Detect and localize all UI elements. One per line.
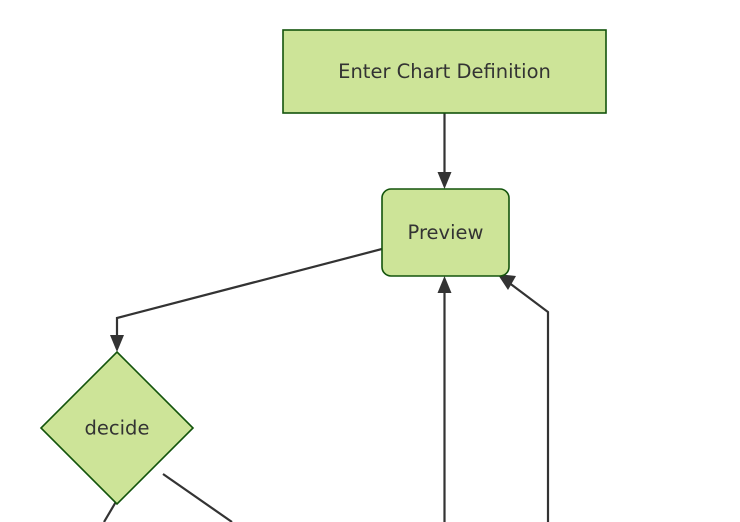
edge-lower-right-to-preview	[497, 274, 550, 522]
node-rect[interactable]	[282, 29, 607, 114]
arrowhead-icon	[437, 172, 452, 189]
node-diamond[interactable]	[39, 350, 195, 506]
node-label-enter: Enter Chart Definition	[338, 60, 551, 83]
edge-lower-center-to-preview	[437, 276, 452, 522]
node-enter-chart-definition[interactable]: Enter Chart Definition	[282, 29, 607, 114]
arrowhead-icon	[110, 335, 124, 352]
node-preview[interactable]: Preview	[381, 188, 510, 277]
edge-line	[162, 473, 233, 522]
arrowhead-icon	[437, 276, 452, 293]
edge-decide-to-lower-left	[103, 499, 118, 522]
edge-line	[115, 247, 383, 339]
node-label-decide: decide	[85, 417, 150, 440]
edge-preview-to-decide	[110, 247, 383, 352]
edge-enter-to-preview	[437, 113, 452, 189]
arrowhead-icon	[497, 274, 516, 290]
node-label-preview: Preview	[408, 221, 484, 244]
node-rect[interactable]	[381, 188, 510, 277]
edge-decide-to-lower-right	[162, 473, 233, 522]
node-decide[interactable]: decide	[39, 350, 195, 506]
edge-line	[103, 499, 118, 522]
edge-line	[507, 281, 550, 522]
